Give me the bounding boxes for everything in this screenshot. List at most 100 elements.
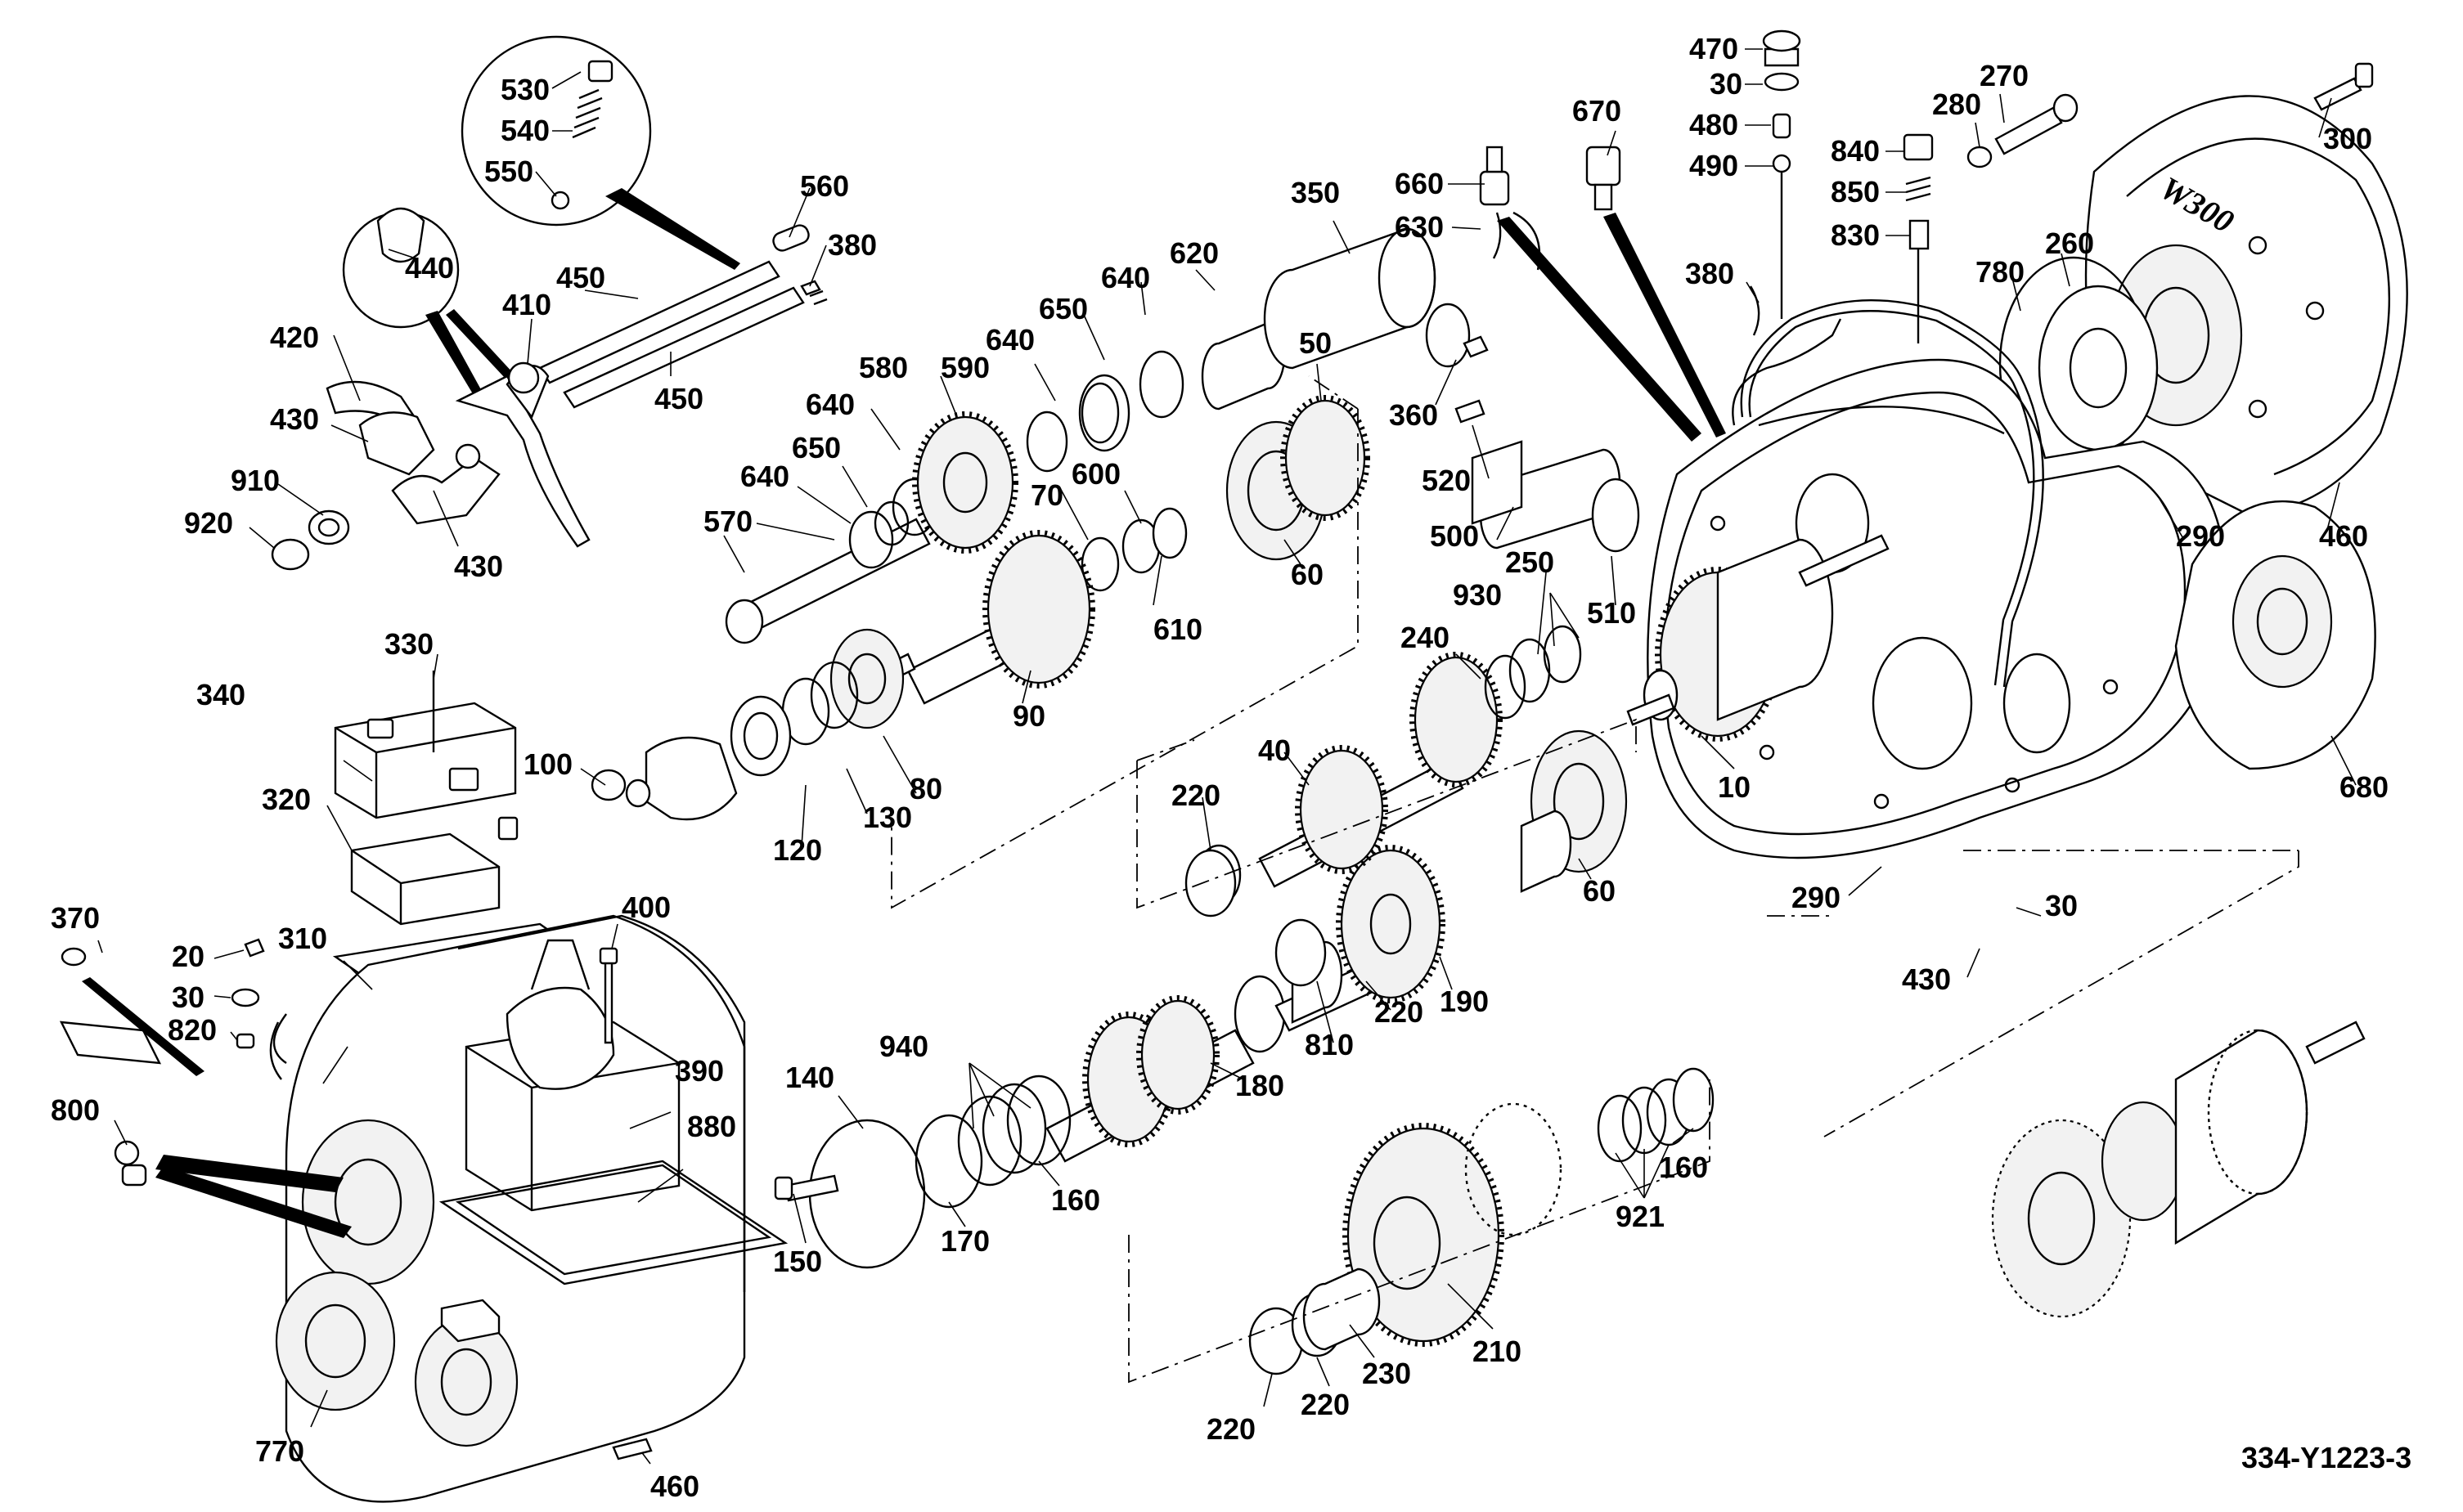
bracket-370-drawing — [59, 1021, 162, 1065]
callout-label: 470 — [1689, 32, 1738, 65]
callout-label: 290 — [1791, 881, 1841, 914]
callout-label: 120 — [773, 833, 822, 867]
callout-label: 450 — [556, 261, 605, 294]
callout-label: 10 — [1718, 770, 1751, 804]
ring-260-drawing — [2038, 285, 2159, 451]
callout-label: 410 — [502, 288, 551, 321]
bolt-300-drawing — [2313, 77, 2362, 111]
solenoid-valve — [334, 671, 519, 841]
callout-label: 680 — [2339, 770, 2389, 804]
callout-label: 430 — [454, 550, 503, 583]
callout-label: 220 — [1301, 1388, 1350, 1421]
layshaft-assembly — [1045, 845, 1445, 1163]
callout-label: 20 — [172, 940, 205, 973]
callout-label: 450 — [654, 382, 703, 415]
callout-label: 140 — [785, 1061, 834, 1094]
callout-label: 380 — [1685, 257, 1734, 290]
valve-stack — [1903, 133, 1934, 343]
cover-680 — [2174, 500, 2376, 770]
callout-label: 130 — [863, 801, 912, 834]
callout-label: 560 — [800, 169, 849, 203]
cover-140-drawing — [808, 1119, 926, 1269]
callout-label: 510 — [1587, 596, 1636, 630]
callout-label: 850 — [1831, 175, 1880, 209]
sensors — [1479, 146, 1726, 442]
callout-labels: 530 540 550 560 380 440 450 450 410 420 … — [51, 32, 2389, 1503]
callout-label: 580 — [859, 351, 908, 384]
callout-label: 640 — [740, 460, 789, 493]
callout-label: 820 — [168, 1013, 217, 1047]
callout-label: 170 — [941, 1224, 990, 1258]
callout-label: 550 — [484, 155, 533, 188]
callout-label: 270 — [1980, 59, 2029, 92]
callout-label: 920 — [184, 506, 233, 540]
snap-ring-920-drawing — [271, 538, 310, 571]
callout-label: 400 — [622, 891, 671, 924]
callout-label: 490 — [1689, 149, 1738, 182]
shift-rods — [538, 224, 828, 409]
group-box-middle — [1136, 718, 1637, 909]
callout-label: 280 — [1932, 87, 1981, 121]
callout-label: 80 — [910, 772, 942, 805]
callout-label: 520 — [1422, 464, 1471, 497]
callout-label: 840 — [1831, 134, 1880, 168]
callout-label: 310 — [278, 922, 327, 955]
callout-label: 880 — [687, 1110, 736, 1143]
callout-label: 930 — [1453, 578, 1502, 612]
main-case — [1647, 318, 2227, 859]
detail-pointer-pin-b — [446, 309, 524, 391]
callout-label: 650 — [792, 431, 841, 464]
callout-label: 220 — [1374, 995, 1423, 1029]
leader-lines — [97, 48, 2357, 1465]
callout-label: 670 — [1572, 94, 1621, 128]
yoke-drawing — [645, 736, 738, 821]
callout-label: 100 — [524, 747, 573, 781]
callout-label: 800 — [51, 1093, 100, 1127]
callout-label: 220 — [1207, 1412, 1256, 1446]
callout-label: 220 — [1171, 778, 1220, 812]
callout-label: 500 — [1430, 519, 1479, 553]
callout-label: 260 — [2045, 227, 2094, 260]
callout-label: 290 — [2176, 519, 2225, 553]
callout-label: 420 — [270, 321, 319, 354]
callout-label: 910 — [231, 464, 280, 497]
callout-label: 921 — [1616, 1200, 1665, 1233]
callout-label: 160 — [1659, 1151, 1708, 1184]
callout-label: 150 — [773, 1245, 822, 1278]
callout-label: 630 — [1395, 210, 1444, 244]
part-drawings — [59, 29, 2408, 1503]
callout-label: 640 — [986, 323, 1035, 357]
callout-label: 460 — [650, 1469, 699, 1503]
callout-label: 370 — [51, 901, 100, 935]
detail-pointer-detent — [605, 188, 740, 270]
callout-label: 810 — [1305, 1028, 1354, 1061]
clutch-pack-assembly — [1991, 1021, 2366, 1318]
detail-pointer-pin — [425, 311, 483, 397]
callout-label: 660 — [1395, 167, 1444, 200]
callout-label: 530 — [501, 73, 550, 106]
shift-forks — [326, 361, 591, 548]
callout-label: 590 — [941, 351, 990, 384]
callout-label: 60 — [1291, 558, 1324, 591]
callout-label: 30 — [172, 980, 205, 1014]
callout-label: 30 — [1710, 67, 1742, 101]
callout-label: 480 — [1689, 108, 1738, 141]
housing-770 — [275, 914, 746, 1503]
callout-label: 190 — [1440, 985, 1489, 1018]
bolt-400-drawing — [604, 959, 614, 1044]
clutch-drum-10 — [1626, 534, 1890, 742]
callout-label: 330 — [384, 627, 434, 661]
callout-label: 430 — [270, 402, 319, 436]
filter-350-drawing — [1263, 227, 1436, 370]
callout-label: 640 — [1101, 261, 1150, 294]
group-box-right — [1767, 850, 2299, 1137]
callout-label: 340 — [196, 678, 245, 711]
drawing-code: 334-Y1223-3 — [2241, 1441, 2411, 1474]
callout-label: 90 — [1013, 699, 1045, 733]
callout-label: 50 — [1299, 326, 1332, 360]
callout-label: 440 — [405, 251, 454, 285]
oil-pipe-drawing — [1740, 298, 2044, 688]
callout-label: 240 — [1400, 621, 1449, 654]
callout-label: 320 — [262, 783, 311, 816]
callout-label: 620 — [1170, 236, 1219, 270]
